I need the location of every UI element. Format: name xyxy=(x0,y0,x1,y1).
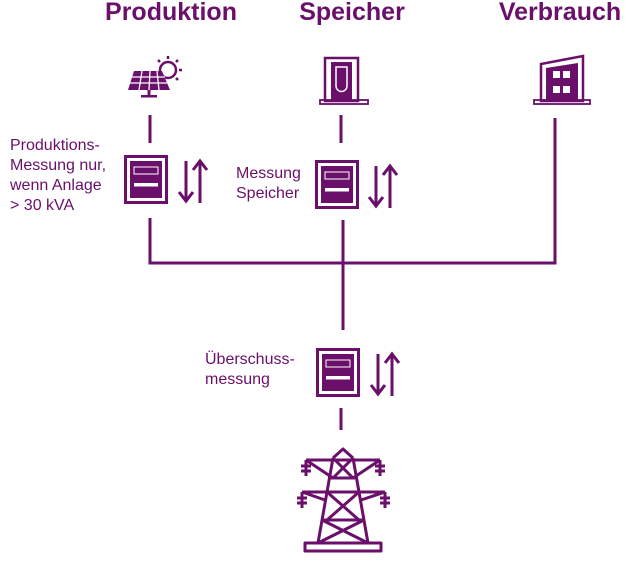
label-line: Speicher xyxy=(236,185,300,202)
surplus-meter-label: Überschuss- messung xyxy=(205,350,295,390)
label-line: Messung xyxy=(236,165,301,182)
surplus-meter-icon xyxy=(316,348,360,397)
storage-meter-icon xyxy=(315,160,359,209)
storage-arrows-icon xyxy=(367,164,399,210)
storage-meter-label: Messung Speicher xyxy=(236,164,301,204)
label-line: Überschuss- xyxy=(205,351,295,368)
title-verbrauch: Verbrauch xyxy=(498,0,622,26)
label-line: messung xyxy=(205,371,270,388)
label-line: wenn Anlage xyxy=(10,177,102,194)
production-meter-icon xyxy=(124,155,168,204)
battery-icon xyxy=(319,56,369,105)
power-pylon-icon xyxy=(297,447,390,553)
title-speicher: Speicher xyxy=(299,0,405,26)
surplus-arrows-icon xyxy=(369,352,401,398)
title-produktion: Produktion xyxy=(105,0,237,26)
solar-panel-icon xyxy=(128,56,182,98)
connection-lines xyxy=(148,115,557,430)
production-meter-label: Produktions- Messung nur, wenn Anlage > … xyxy=(10,136,106,216)
production-arrows-icon xyxy=(177,159,209,205)
building-icon xyxy=(533,54,591,105)
label-line: Produktions- xyxy=(10,137,100,154)
label-line: Messung nur, xyxy=(10,157,107,174)
label-line: > 30 kVA xyxy=(10,197,75,214)
